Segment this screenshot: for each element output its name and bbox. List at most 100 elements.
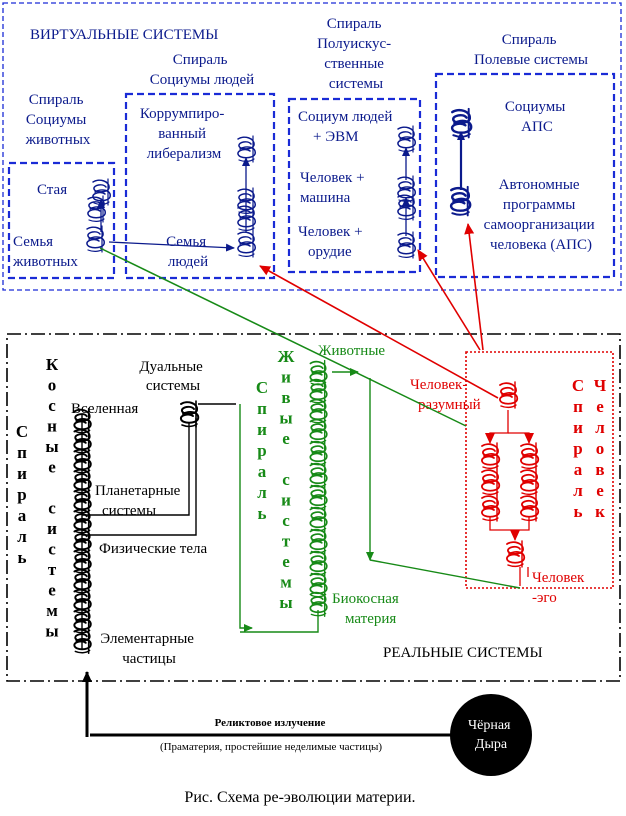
arrow bbox=[508, 432, 534, 444]
spiral-icon bbox=[506, 540, 526, 568]
vertical-letter: п bbox=[17, 443, 27, 462]
arrow bbox=[239, 404, 253, 632]
real-systems-frame bbox=[6, 333, 621, 682]
elementary-particles-label: Элементарные частицы bbox=[100, 631, 197, 667]
vertical-letter: а bbox=[18, 506, 27, 525]
semi-artificial-box bbox=[287, 97, 422, 274]
human-spiral-box bbox=[465, 351, 614, 589]
vertical-letter: с bbox=[282, 470, 290, 489]
human-machine-label: Человек + машина bbox=[300, 170, 368, 206]
vertical-letter: с bbox=[48, 540, 56, 559]
planetary-label: Планетарные системы bbox=[95, 483, 184, 519]
vertical-letter: м bbox=[46, 601, 58, 620]
vertical-letter: и bbox=[17, 464, 27, 483]
spiral-icon bbox=[309, 483, 328, 510]
vertical-letter: и bbox=[573, 418, 583, 437]
human-spiral-vertical-label: Спираль bbox=[572, 376, 584, 521]
arrow bbox=[82, 418, 197, 536]
living-spiral-vertical-label: Спираль bbox=[256, 378, 268, 523]
spiral-icon bbox=[481, 442, 501, 470]
spiral-icon bbox=[397, 231, 416, 259]
vertical-letter: в bbox=[595, 460, 604, 479]
vertical-letter: т bbox=[282, 532, 291, 551]
spiral-icon bbox=[520, 494, 540, 522]
spiral-icon bbox=[237, 230, 256, 258]
human-ego-label: Человек -эго bbox=[532, 570, 588, 606]
vertical-letter: л bbox=[257, 483, 267, 502]
vertical-letter: ы bbox=[45, 437, 58, 456]
vertical-letter: р bbox=[17, 485, 26, 504]
vertical-letter: С bbox=[256, 378, 268, 397]
arrow bbox=[369, 559, 521, 589]
spiral-icon bbox=[499, 381, 519, 409]
spiral-icon bbox=[520, 468, 540, 496]
people-social-box bbox=[124, 92, 276, 280]
arrow bbox=[417, 249, 481, 351]
spiral-icon bbox=[520, 442, 540, 470]
vertical-letter: п bbox=[257, 399, 267, 418]
vertical-letter: л bbox=[573, 481, 583, 500]
relic-radiation-sub: (Праматерия, простейшие неделимые частиц… bbox=[160, 741, 382, 753]
relic-radiation-label: Реликтовое излучение bbox=[215, 717, 326, 729]
vertical-letter: е bbox=[48, 581, 56, 600]
spiral-icon bbox=[481, 468, 501, 496]
vertical-letter: С bbox=[16, 422, 28, 441]
vertical-letter: ь bbox=[258, 504, 267, 523]
spiral-icon bbox=[309, 549, 328, 576]
spiral-icon bbox=[86, 225, 105, 253]
vertical-letter: с bbox=[282, 511, 290, 530]
arrow bbox=[99, 247, 467, 427]
vertical-letter: о bbox=[48, 376, 57, 395]
autonomous-programs-label: Автономные программы самоорганизации чел… bbox=[484, 177, 599, 253]
vertical-letter: м bbox=[280, 573, 292, 592]
vertical-letter: С bbox=[572, 376, 584, 395]
vertical-letter: р bbox=[257, 441, 266, 460]
spiral-icon bbox=[73, 627, 92, 655]
semi-artificial-header: Спираль Полуискус- ственные системы bbox=[317, 16, 395, 92]
people-header: Спираль Социумы людей bbox=[150, 52, 254, 88]
virtual-systems-title: ВИРТУАЛЬНЫЕ СИСТЕМЫ bbox=[30, 27, 218, 43]
corrupt-liberalism-label: Коррумпиро- ванный либерализм bbox=[140, 106, 228, 162]
arrow bbox=[108, 241, 235, 252]
animals-label: Животные bbox=[318, 343, 385, 359]
vertical-letter: е bbox=[48, 458, 56, 477]
vertical-letter: ы bbox=[45, 622, 58, 641]
vertical-letter: и bbox=[257, 420, 267, 439]
connector-arrows bbox=[81, 131, 534, 650]
figure-caption: Рис. Схема ре-эволюции материи. bbox=[184, 789, 415, 806]
arrow bbox=[259, 265, 499, 399]
animal-family-label: Семья животных bbox=[12, 234, 78, 270]
arrow bbox=[485, 410, 509, 444]
society-computer-label: Социум людей + ЭВМ bbox=[298, 109, 396, 145]
vertical-letter: в bbox=[281, 388, 290, 407]
vertical-letter: ы bbox=[279, 409, 292, 428]
black-hole-label: Чёрная Дыра bbox=[468, 718, 514, 752]
arrow bbox=[489, 517, 530, 531]
real-systems-title: РЕАЛЬНЫЕ СИСТЕМЫ bbox=[383, 645, 543, 661]
vertical-letter: К bbox=[46, 355, 59, 374]
spiral-icon bbox=[309, 439, 328, 466]
arrow bbox=[82, 423, 190, 516]
vertical-letter: и bbox=[281, 368, 291, 387]
vertical-letter: ь bbox=[574, 502, 583, 521]
vertical-letter: е bbox=[596, 481, 604, 500]
vertical-letter: т bbox=[48, 560, 57, 579]
vertical-letter: и bbox=[47, 519, 57, 538]
vertical-letter: к bbox=[595, 502, 605, 521]
vertical-letter: е bbox=[596, 397, 604, 416]
vertical-letter: Ч bbox=[594, 376, 607, 395]
vertical-letter: л bbox=[17, 527, 27, 546]
spiral-icon bbox=[309, 590, 328, 617]
spiral-icon bbox=[449, 185, 472, 217]
physical-bodies-label: Физические тела bbox=[99, 541, 207, 557]
vertical-letter: ь bbox=[18, 548, 27, 567]
vertical-letter: Ж bbox=[278, 347, 295, 366]
aps-societies-label: Социумы АПС bbox=[505, 99, 569, 135]
spiral-icon bbox=[309, 505, 328, 532]
human-reason-label: Человек- разумный bbox=[410, 377, 481, 413]
flock-label: Стая bbox=[37, 182, 67, 198]
